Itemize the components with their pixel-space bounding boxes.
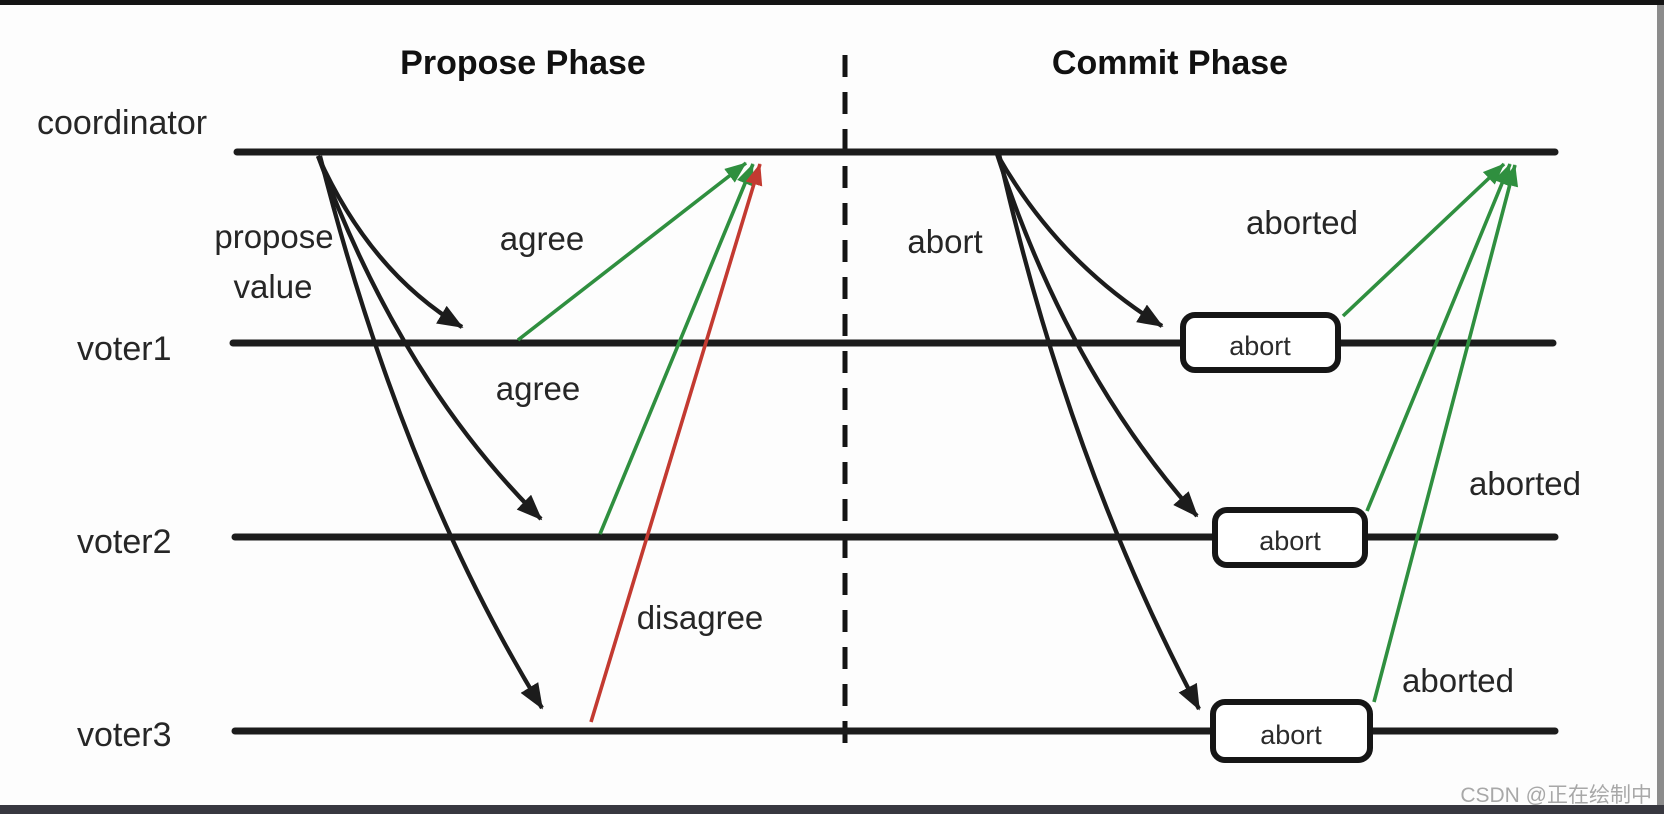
voter2-label: voter2: [77, 523, 172, 561]
csdn-watermark: CSDN @正在绘制中: [1460, 784, 1652, 807]
voter3-abort-box: [1210, 699, 1373, 763]
abort-arrow-to-voter2: [994, 153, 1199, 518]
voter1-abort-box: [1180, 312, 1341, 373]
voter3-label: voter3: [77, 716, 172, 754]
aborted-label-voter1: aborted: [1246, 204, 1358, 241]
agree-label-voter2: agree: [496, 370, 580, 407]
agree-arrow-from-voter2: [598, 163, 755, 535]
propose-arrow-to-voter3: [317, 155, 544, 710]
aborted-arrow-from-voter2: [1365, 163, 1512, 512]
aborted-arrow-from-voter3: [1372, 164, 1519, 703]
propose-phase-messages: [315, 155, 763, 723]
propose-value-label-line2: value: [234, 268, 313, 305]
propose-value-label-line1: propose: [214, 218, 333, 255]
propose-phase-title: Propose Phase: [400, 44, 646, 82]
voter1-label: voter1: [77, 330, 172, 368]
coordinator-label: coordinator: [37, 104, 207, 142]
disagree-arrow-from-voter3: [589, 163, 763, 723]
abort-arrow-to-voter1: [995, 152, 1164, 328]
abort-arrow-to-voter3: [996, 153, 1201, 711]
abort-state-boxes: abort abort abort: [1180, 312, 1373, 763]
voter2-abort-box-label: abort: [1259, 526, 1321, 556]
aborted-label-voter3: aborted: [1402, 662, 1514, 699]
aborted-arrow-from-voter1: [1341, 162, 1506, 318]
agree-arrow-from-voter1: [516, 161, 748, 342]
right-border: [1657, 5, 1664, 805]
abort-request-label: abort: [907, 223, 982, 260]
disagree-label-voter3: disagree: [637, 599, 764, 636]
top-border: [0, 0, 1664, 5]
commit-phase-title: Commit Phase: [1052, 44, 1288, 82]
aborted-label-voter2: aborted: [1469, 465, 1581, 502]
bottom-border: [0, 805, 1664, 814]
voter3-abort-box-label: abort: [1260, 720, 1322, 750]
propose-arrow-to-voter2: [315, 155, 543, 521]
voter2-abort-box: [1212, 507, 1368, 568]
commit-phase-messages: [994, 152, 1519, 711]
voter1-abort-box-label: abort: [1229, 331, 1291, 361]
agree-label-voter1: agree: [500, 220, 584, 257]
propose-arrow-to-voter1: [316, 155, 464, 329]
